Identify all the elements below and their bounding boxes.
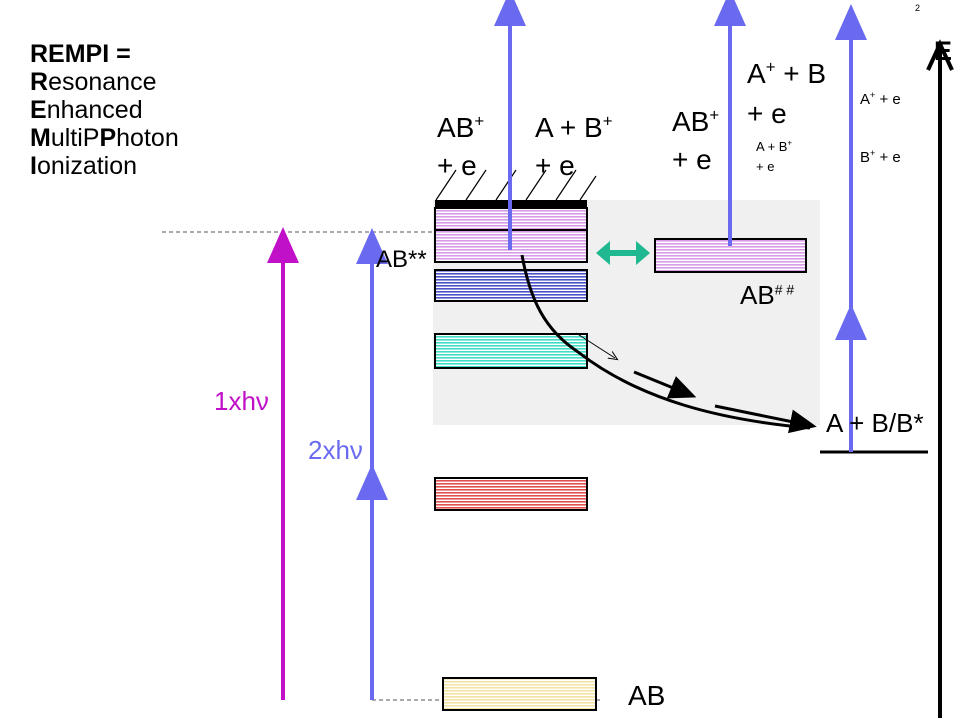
decay-arrow-2 — [714, 404, 817, 434]
page-number: 2 — [915, 3, 921, 13]
label-ab-plus-e-2-line2: + e — [672, 144, 712, 175]
level-red — [434, 477, 588, 511]
title-line-1: REMPI = — [30, 40, 131, 68]
label-ab-plus-e-1-line2: + e — [437, 150, 477, 181]
label-ab-plus-e-2: AB+ — [672, 105, 720, 137]
label-a-b-plus-e-1: A + B+ — [535, 111, 613, 143]
label-a-b-plus-e-1-line2: + e — [535, 150, 575, 181]
level-navy — [434, 269, 588, 302]
title-line-5: Ionization — [30, 152, 138, 180]
title-line-2: Resonance — [30, 68, 157, 96]
label-dissociation: A + B/B* — [826, 408, 924, 438]
label-a-plus-b-e: A+ + B — [747, 57, 827, 89]
energy-axis-label: E — [934, 36, 953, 66]
label-b-plus-e: B+ + e — [860, 148, 901, 166]
label-ab-plus-e-1: AB+ — [437, 111, 485, 143]
decay-arrow-1 — [633, 370, 697, 399]
continuum-hatch-ticks — [435, 169, 597, 201]
label-a-b-plus-e-small: A + B+ — [756, 138, 793, 154]
page-title: REMPI = Resonance Enhanced MultiPPhoton … — [30, 40, 179, 180]
level-ground-ab — [442, 677, 597, 711]
label-a-plus-e: A+ + e — [860, 90, 901, 108]
level-teal — [434, 333, 588, 369]
coupling-double-arrow — [596, 241, 650, 265]
label-two-photon: 2xhν — [308, 435, 363, 465]
label-one-photon: 1xhν — [214, 386, 269, 416]
dissociation-curve — [520, 254, 811, 430]
label-a-plus-b-e-line2: + e — [747, 98, 787, 129]
decay-arrow-thin — [575, 332, 615, 358]
energy-axis-arrowhead — [926, 39, 954, 71]
label-a-b-plus-e-small-line2: + e — [756, 159, 775, 174]
label-ab-star: AB** — [376, 246, 427, 273]
title-line-3: Enhanced — [30, 96, 143, 124]
label-ground-ab: AB — [628, 680, 666, 711]
title-line-4: MultiPPhoton — [30, 124, 179, 152]
label-ab-hash: AB# # — [740, 280, 795, 310]
